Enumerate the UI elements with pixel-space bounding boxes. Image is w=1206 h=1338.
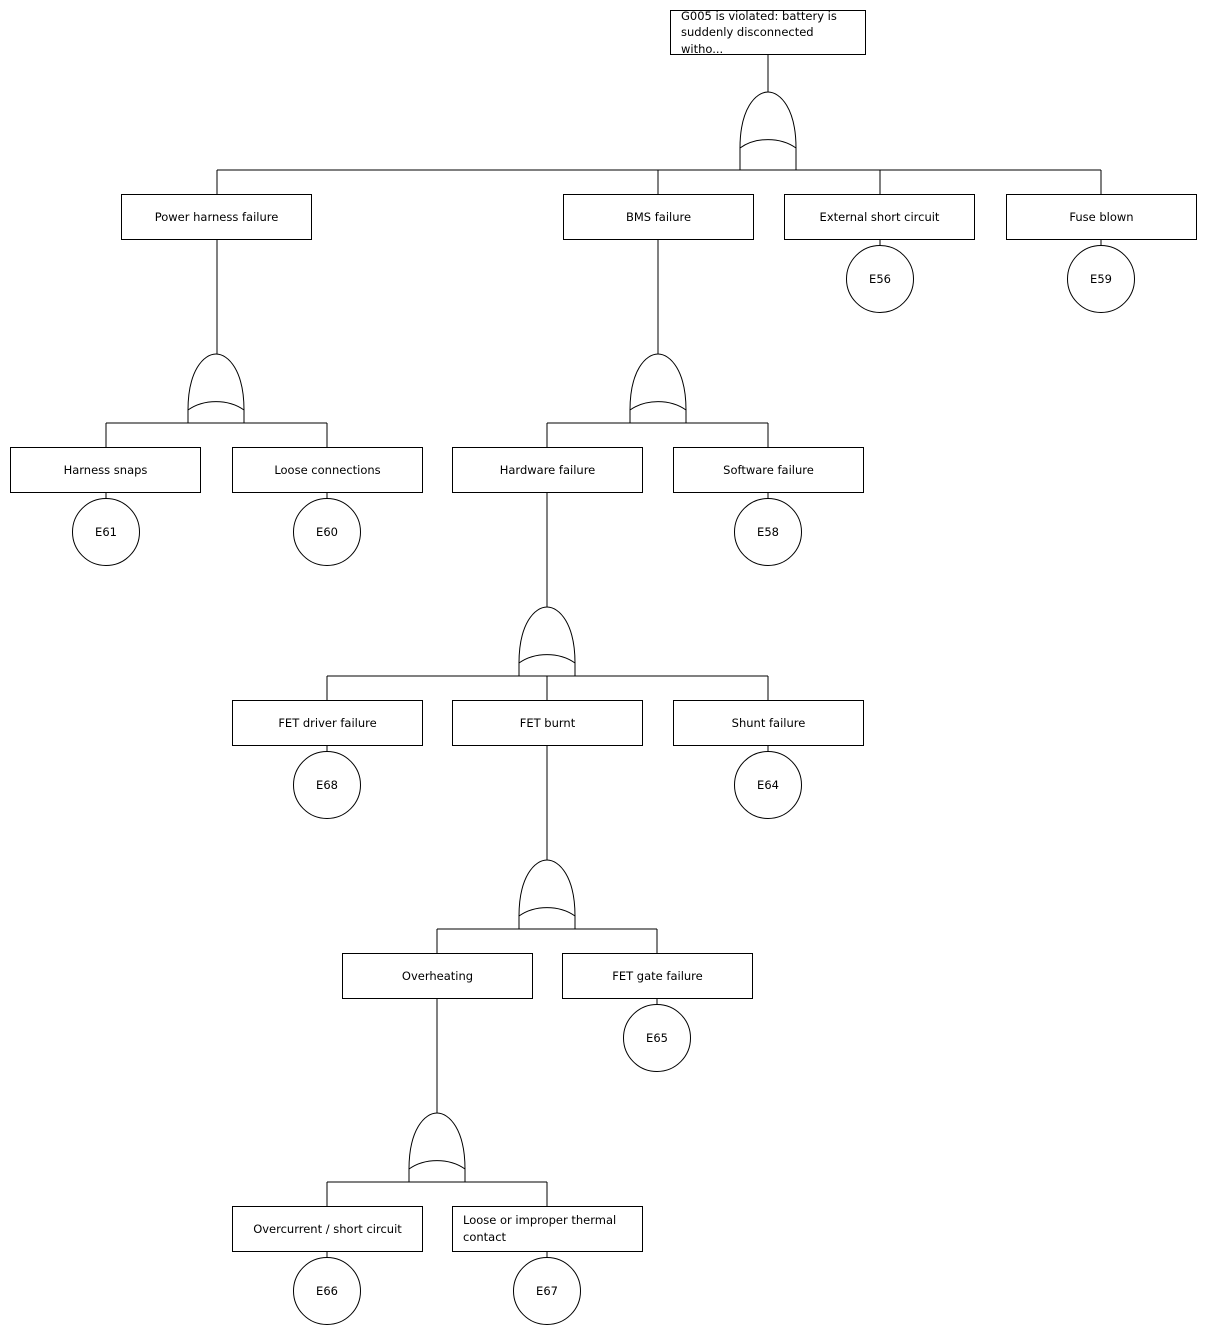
node-label: Harness snaps [63,462,148,477]
node-label: Hardware failure [499,462,596,477]
basic-event-e68[interactable]: E68 [293,751,361,819]
node-label: G005 is violated: battery is suddenly di… [681,8,837,56]
node-label: Software failure [723,462,814,477]
basic-event-label: E58 [757,525,779,539]
node-box-overheating[interactable]: Overheating [342,953,533,999]
or-gate-icon [408,1112,466,1170]
node-box-loose-improper-thermal-contact[interactable]: Loose or improper thermal contact [452,1206,643,1252]
node-label: Overheating [401,968,474,983]
basic-event-e61[interactable]: E61 [72,498,140,566]
node-box-power-harness-failure[interactable]: Power harness failure [121,194,312,240]
node-box-hardware-failure[interactable]: Hardware failure [452,447,643,493]
node-label: Overcurrent / short circuit [253,1221,402,1236]
basic-event-e58[interactable]: E58 [734,498,802,566]
basic-event-label: E65 [646,1031,668,1045]
basic-event-label: E68 [316,778,338,792]
node-label: Shunt failure [731,715,806,730]
or-gate-shape [187,353,245,411]
basic-event-label: E60 [316,525,338,539]
node-label: BMS failure [625,209,692,224]
node-box-fuse-blown[interactable]: Fuse blown [1006,194,1197,240]
or-gate-shape [629,353,687,411]
basic-event-e59[interactable]: E59 [1067,245,1135,313]
node-label: FET burnt [519,715,576,730]
or-gate-shape [739,91,797,149]
basic-event-e64[interactable]: E64 [734,751,802,819]
node-box-bms-failure[interactable]: BMS failure [563,194,754,240]
node-label: Loose or improper thermal contact [463,1213,617,1244]
node-box-fet-driver-failure[interactable]: FET driver failure [232,700,423,746]
node-box-harness-snaps[interactable]: Harness snaps [10,447,201,493]
basic-event-label: E67 [536,1284,558,1298]
node-box-shunt-failure[interactable]: Shunt failure [673,700,864,746]
basic-event-label: E61 [95,525,117,539]
node-box-external-short-circuit[interactable]: External short circuit [784,194,975,240]
or-gate-shape [518,859,576,917]
node-box-root[interactable]: G005 is violated: battery is suddenly di… [670,8,866,56]
node-label: FET driver failure [278,715,377,730]
or-gate-shape [518,606,576,664]
basic-event-e65[interactable]: E65 [623,1004,691,1072]
basic-event-label: E66 [316,1284,338,1298]
or-gate-icon [739,91,797,149]
basic-event-e66[interactable]: E66 [293,1257,361,1325]
basic-event-label: E56 [869,272,891,286]
basic-event-e67[interactable]: E67 [513,1257,581,1325]
basic-event-label: E64 [757,778,779,792]
node-label: Fuse blown [1069,209,1134,224]
node-label: Power harness failure [154,209,279,224]
basic-event-e56[interactable]: E56 [846,245,914,313]
or-gate-icon [518,606,576,664]
node-box-software-failure[interactable]: Software failure [673,447,864,493]
node-box-loose-connections[interactable]: Loose connections [232,447,423,493]
node-box-fet-gate-failure[interactable]: FET gate failure [562,953,753,999]
basic-event-label: E59 [1090,272,1112,286]
node-box-fet-burnt[interactable]: FET burnt [452,700,643,746]
or-gate-shape [408,1112,466,1170]
or-gate-icon [629,353,687,411]
node-box-overcurrent-short-circuit[interactable]: Overcurrent / short circuit [232,1206,423,1252]
or-gate-icon [518,859,576,917]
basic-event-e60[interactable]: E60 [293,498,361,566]
or-gate-icon [187,353,245,411]
node-label: FET gate failure [612,968,703,983]
node-label: External short circuit [819,209,940,224]
node-label: Loose connections [274,462,381,477]
